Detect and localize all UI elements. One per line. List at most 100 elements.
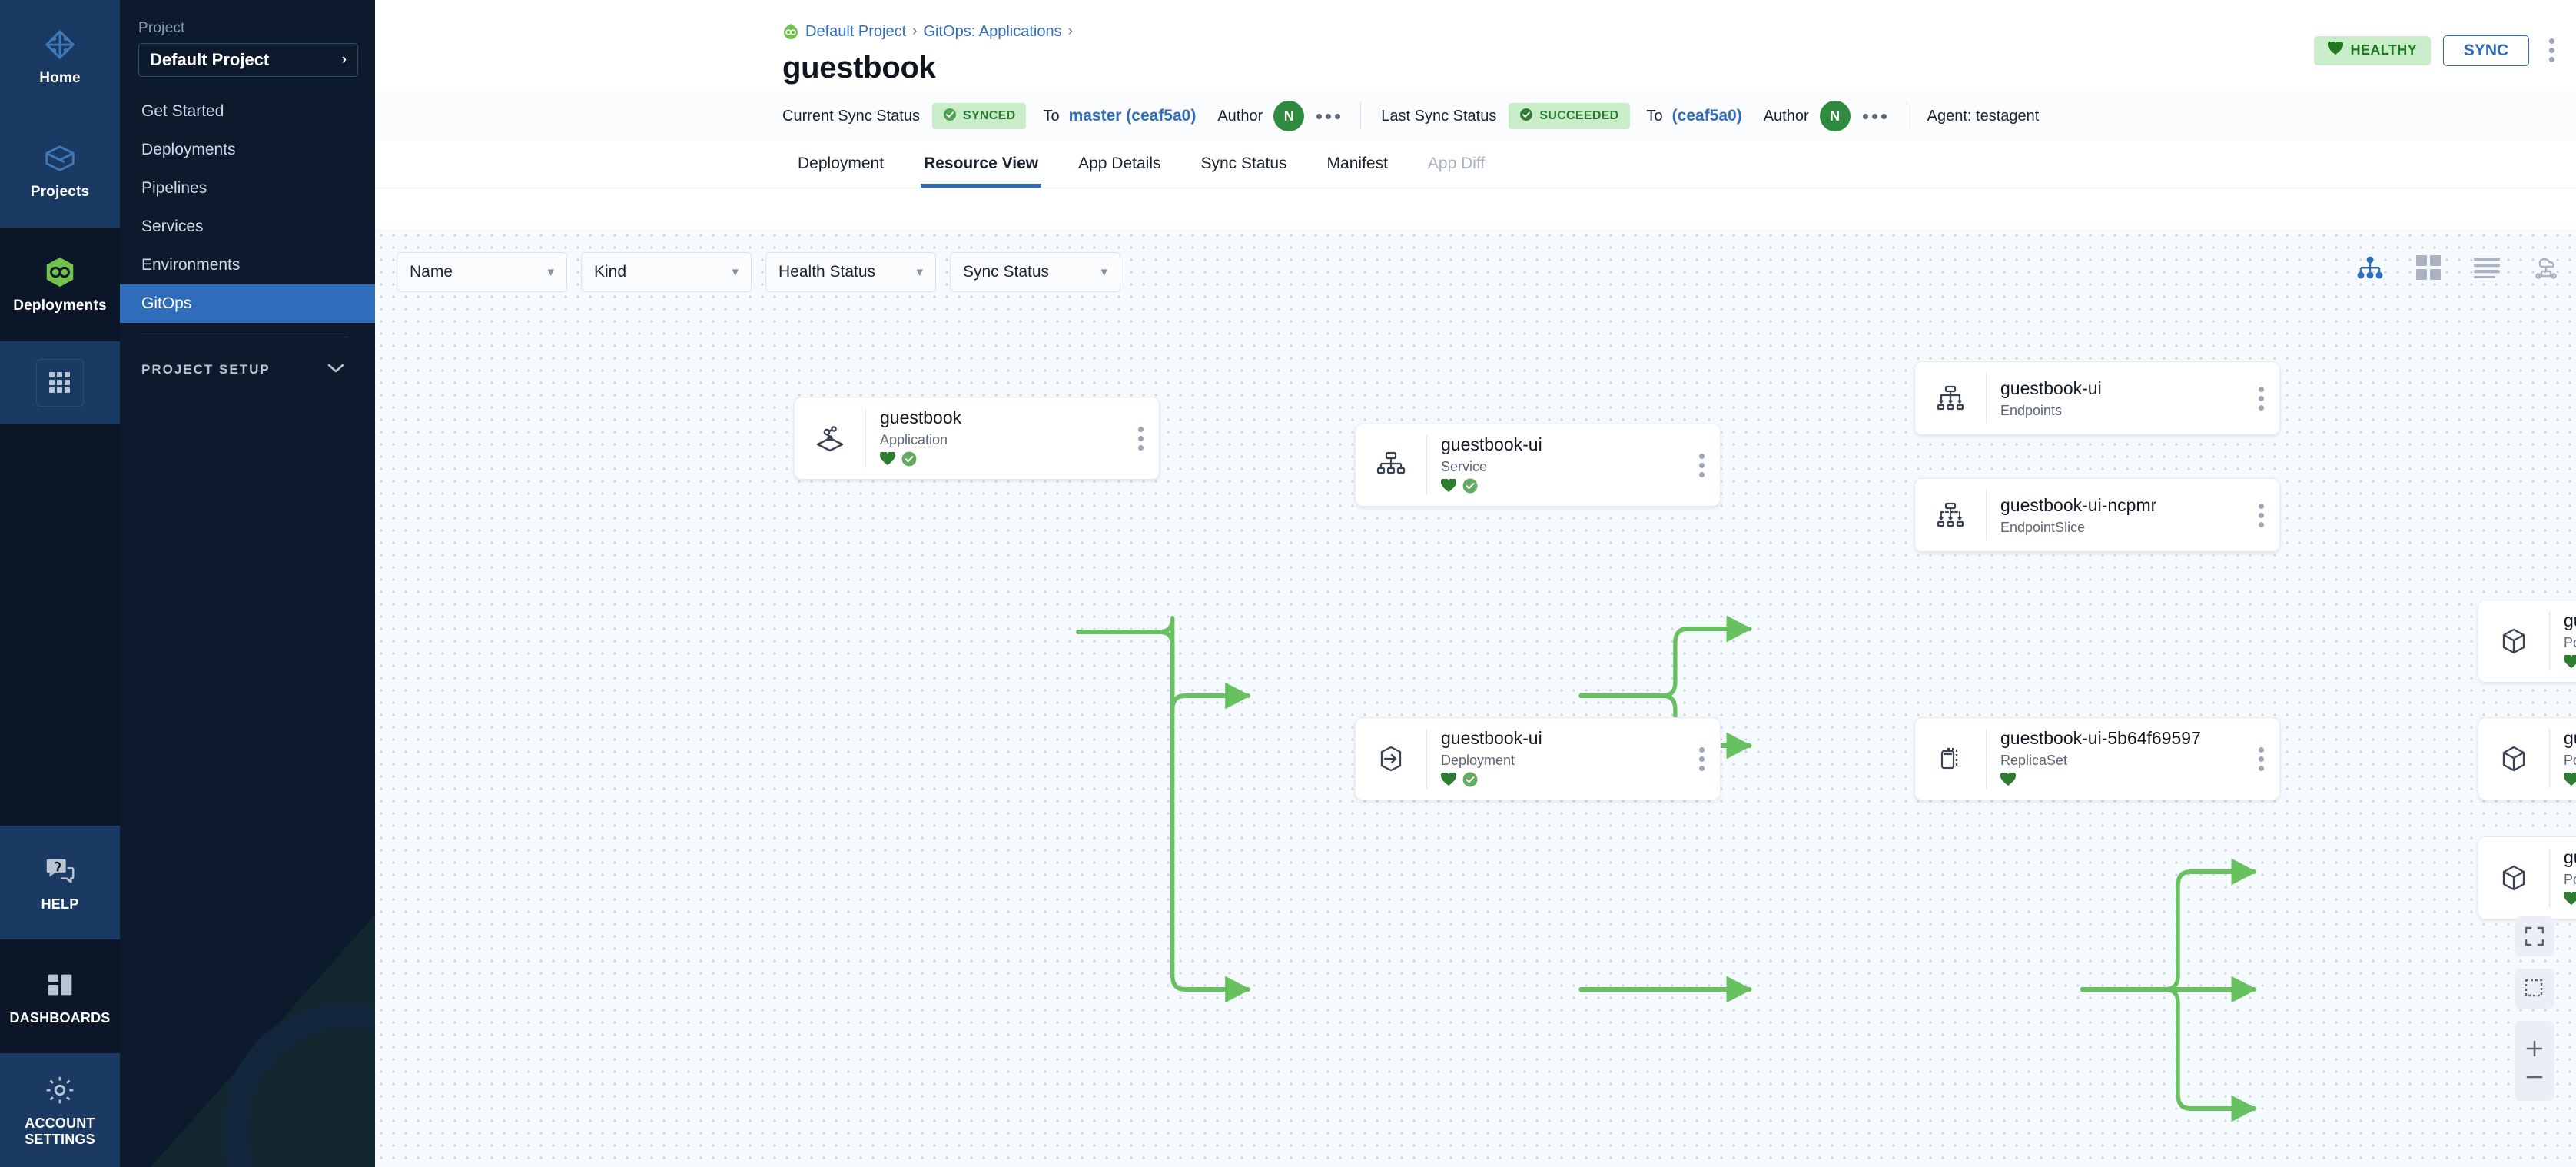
tab-resource-view[interactable]: Resource View bbox=[904, 140, 1058, 188]
sidebar-item-label: Services bbox=[141, 218, 204, 236]
graph-node-body: guestbook Application bbox=[866, 407, 1138, 470]
tab-deployment[interactable]: Deployment bbox=[778, 140, 904, 188]
edge-replicaset-pod3 bbox=[2082, 989, 2254, 1109]
filter-sync-status-label: Sync Status bbox=[963, 263, 1049, 281]
edge-app-deployment bbox=[1078, 632, 1248, 989]
current-sync-status-label: Current Sync Status bbox=[782, 108, 920, 125]
last-sync-revision[interactable]: (ceaf5a0) bbox=[1672, 107, 1742, 125]
graph-node-kebab-icon[interactable] bbox=[2259, 747, 2279, 771]
graph-node-kebab-icon[interactable] bbox=[2259, 504, 2279, 527]
sidebar-nav: Get Started Deployments Pipelines Servic… bbox=[120, 92, 375, 323]
graph-node-status bbox=[2564, 773, 2576, 790]
check-circle-icon bbox=[1462, 772, 1478, 791]
check-circle-icon bbox=[943, 108, 957, 125]
last-sync-more-icon[interactable] bbox=[1863, 114, 1887, 119]
graph-node-name: guestbook-ui bbox=[1441, 727, 1699, 750]
graph-node-pod-2[interactable]: guestbook-ui-5b64f6959… Pod bbox=[2478, 717, 2576, 800]
breadcrumb-link-gitops-applications[interactable]: GitOps: Applications bbox=[924, 23, 1062, 41]
graph-node-body: guestbook-ui-5b64f69597 ReplicaSet bbox=[1987, 727, 2259, 790]
avatar[interactable]: N bbox=[1273, 101, 1304, 131]
rail-item-account-settings[interactable]: ACCOUNT SETTINGS bbox=[0, 1053, 120, 1167]
pod-icon bbox=[2478, 623, 2549, 660]
current-sync-to-label: To bbox=[1043, 108, 1059, 125]
last-sync-status-text: SUCCEEDED bbox=[1539, 109, 1618, 123]
graph-node-replicaset[interactable]: guestbook-ui-5b64f69597 ReplicaSet bbox=[1914, 717, 2280, 800]
rail-item-help[interactable]: HELP bbox=[0, 826, 120, 939]
network-view-icon[interactable] bbox=[2531, 254, 2559, 281]
heart-icon bbox=[2328, 42, 2343, 59]
sync-button[interactable]: SYNC bbox=[2443, 35, 2529, 66]
header-kebab-menu-icon[interactable] bbox=[2541, 34, 2562, 67]
tab-manifest[interactable]: Manifest bbox=[1307, 140, 1408, 188]
current-sync-revision[interactable]: master (ceaf5a0) bbox=[1069, 107, 1197, 125]
graph-node-kebab-icon[interactable] bbox=[1138, 427, 1159, 451]
selection-box-icon[interactable] bbox=[2515, 969, 2554, 1009]
zoom-in-icon[interactable] bbox=[2525, 1039, 2544, 1062]
box-icon bbox=[42, 141, 78, 176]
zoom-in-out-group[interactable] bbox=[2515, 1021, 2554, 1101]
apps-grid-icon bbox=[36, 359, 84, 407]
project-selector-name: Default Project bbox=[150, 50, 269, 70]
rail-item-projects[interactable]: Projects bbox=[0, 114, 120, 228]
graph-node-pod-3[interactable]: guestbook-ui-5b64f6959… Pod bbox=[2478, 836, 2576, 919]
sidebar-item-services[interactable]: Services bbox=[120, 208, 375, 246]
graph-node-kebab-icon[interactable] bbox=[1699, 747, 1720, 771]
pod-icon bbox=[2478, 740, 2549, 777]
graph-node-kind: Pod bbox=[2564, 635, 2576, 651]
tree-view-icon[interactable] bbox=[2356, 254, 2384, 281]
filter-name[interactable]: Name ▾ bbox=[397, 252, 567, 292]
sidebar-item-environments[interactable]: Environments bbox=[120, 246, 375, 284]
graph-node-endpointslice[interactable]: guestbook-ui-ncpmr EndpointSlice bbox=[1914, 478, 2280, 552]
zoom-out-icon[interactable] bbox=[2525, 1070, 2544, 1084]
sidebar-project-setup[interactable]: PROJECT SETUP bbox=[120, 354, 375, 385]
rail-item-deployments[interactable]: Deployments bbox=[0, 228, 120, 341]
edge-replicaset-pod1 bbox=[2082, 872, 2254, 989]
filter-sync-status[interactable]: Sync Status ▾ bbox=[950, 252, 1120, 292]
filter-health-status[interactable]: Health Status ▾ bbox=[765, 252, 936, 292]
rail-item-dashboards[interactable]: DASHBOARDS bbox=[0, 939, 120, 1053]
sidebar-item-pipelines[interactable]: Pipelines bbox=[120, 169, 375, 208]
sidebar-item-gitops[interactable]: GitOps bbox=[120, 284, 375, 323]
sidebar-item-deployments[interactable]: Deployments bbox=[120, 131, 375, 169]
heart-icon bbox=[1441, 479, 1456, 497]
breadcrumb-link-default-project[interactable]: Default Project bbox=[805, 23, 906, 41]
graph-node-service[interactable]: guestbook-ui Service bbox=[1355, 424, 1721, 507]
edge-app-service bbox=[1078, 618, 1248, 710]
page-header: Default Project › GitOps: Applications ›… bbox=[375, 0, 2576, 85]
last-sync-status-label: Last Sync Status bbox=[1381, 108, 1496, 125]
canvas-controls bbox=[2515, 916, 2554, 1101]
project-sidebar: Project Default Project › Get Started De… bbox=[120, 0, 375, 1167]
graph-node-pod-1[interactable]: guestbook-ui-5b64f6959… Pod bbox=[2478, 600, 2576, 683]
current-sync-status-chip: SYNCED bbox=[932, 103, 1026, 129]
list-view-icon[interactable] bbox=[2473, 254, 2501, 281]
graph-node-status bbox=[2564, 893, 2576, 909]
fullscreen-icon[interactable] bbox=[2515, 916, 2554, 956]
breadcrumb: Default Project › GitOps: Applications › bbox=[375, 20, 2576, 43]
avatar[interactable]: N bbox=[1820, 101, 1851, 131]
heart-icon bbox=[2564, 892, 2576, 909]
graph-node-kebab-icon[interactable] bbox=[2259, 387, 2279, 411]
rail-item-home[interactable]: Home bbox=[0, 0, 120, 114]
graph-node-kind: Endpoints bbox=[2000, 403, 2259, 419]
graph-node-deployment[interactable]: guestbook-ui Deployment bbox=[1355, 717, 1721, 800]
graph-node-application[interactable]: guestbook Application bbox=[794, 397, 1160, 480]
divider bbox=[1360, 102, 1361, 130]
graph-node-kebab-icon[interactable] bbox=[1699, 454, 1720, 477]
grid-view-icon[interactable] bbox=[2415, 254, 2442, 281]
rail-item-projects-label: Projects bbox=[31, 184, 90, 201]
graph-node-kind: EndpointSlice bbox=[2000, 520, 2259, 536]
current-sync-more-icon[interactable] bbox=[1316, 114, 1340, 119]
graph-node-body: guestbook-ui Endpoints bbox=[1987, 377, 2259, 419]
graph-node-body: guestbook-ui-ncpmr EndpointSlice bbox=[1987, 494, 2259, 536]
sidebar-item-get-started[interactable]: Get Started bbox=[120, 92, 375, 131]
graph-node-endpoints[interactable]: guestbook-ui Endpoints bbox=[1914, 361, 2280, 435]
filter-kind[interactable]: Kind ▾ bbox=[581, 252, 752, 292]
tab-sync-status[interactable]: Sync Status bbox=[1180, 140, 1306, 188]
rail-apps-launcher[interactable] bbox=[0, 341, 120, 424]
project-selector[interactable]: Default Project › bbox=[138, 43, 358, 77]
tab-app-diff: App Diff bbox=[1408, 140, 1505, 188]
tab-app-details[interactable]: App Details bbox=[1058, 140, 1180, 188]
resource-graph-canvas[interactable]: Name ▾ Kind ▾ Health Status ▾ Sync Statu… bbox=[375, 229, 2576, 1167]
dashboard-tiles-icon bbox=[42, 967, 78, 1002]
replicaset-icon bbox=[1915, 740, 1986, 777]
